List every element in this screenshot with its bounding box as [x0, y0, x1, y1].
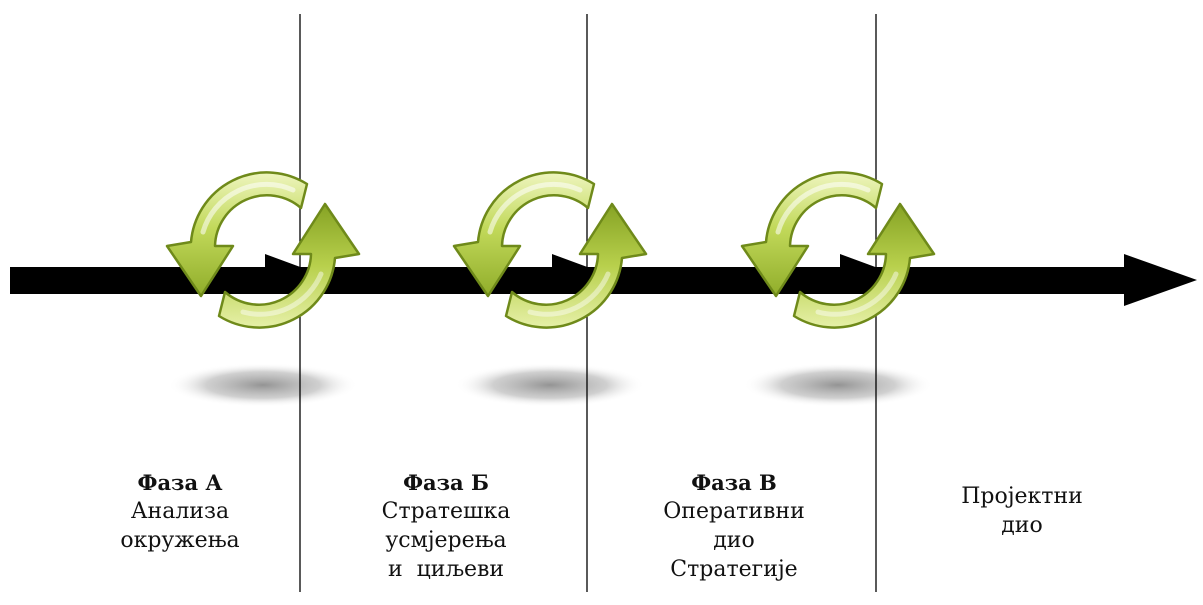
phase-description-line: усмјерења: [385, 528, 507, 553]
phase-description-line: и циљеви: [387, 557, 505, 582]
phase-title: Фаза Б: [403, 470, 489, 495]
phase-description-line: Анализа: [130, 499, 230, 524]
cycle-inner-arrowhead: [265, 254, 303, 282]
cycle-shadow: [743, 363, 933, 407]
phase-description-line: Пројектни: [961, 484, 1083, 509]
phase-description-line: Стратешка: [381, 499, 511, 524]
phase-label: Фаза А Анализа окружења: [70, 468, 290, 555]
phase-label: Пројектни дио: [912, 482, 1132, 540]
phase-title: Фаза А: [137, 470, 223, 495]
timeline-arrow-head: [1124, 254, 1197, 306]
phase-description-line: Оперативни: [663, 499, 805, 524]
cycle-arrows-icon: [742, 172, 934, 327]
phase-description-line: дио: [1001, 513, 1043, 538]
phase-title: Фаза В: [691, 470, 777, 495]
cycle-shadow: [168, 363, 358, 407]
cycle-shadow: [455, 363, 645, 407]
cycle-inner-arrowhead: [552, 254, 590, 282]
phase-label: Фаза Б Стратешка усмјерења и циљеви: [336, 468, 556, 584]
phase-description-line: дио: [713, 528, 755, 553]
phase-description-line: окружења: [120, 528, 240, 553]
cycle-arrows-icon: [167, 172, 359, 327]
cycle-inner-arrowhead: [840, 254, 878, 282]
phase-description-line: Стратегије: [670, 557, 798, 582]
cycle-arrows-icon: [454, 172, 646, 327]
